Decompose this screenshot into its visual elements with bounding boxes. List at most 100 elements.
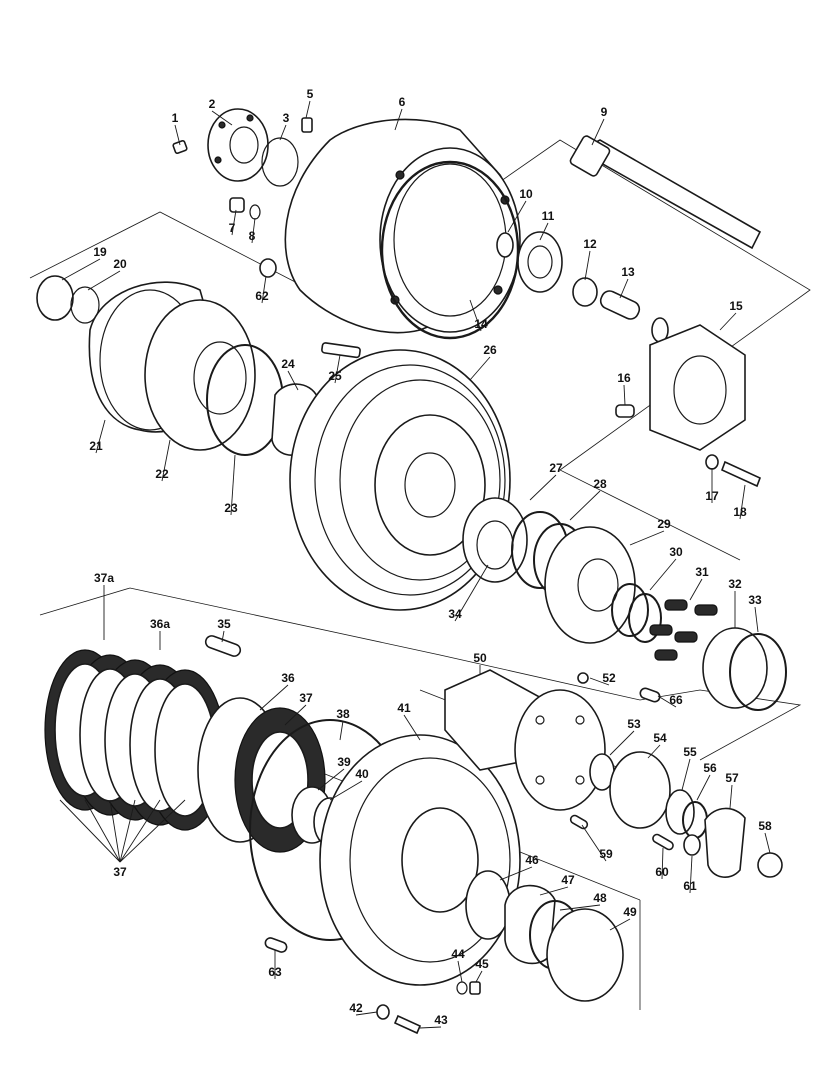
part-nut-62 <box>259 258 277 278</box>
leader-line-11 <box>539 222 549 241</box>
leader-line-59 <box>581 824 607 862</box>
part-ring-61 <box>683 834 701 856</box>
callout-label-66: 66 <box>669 693 683 707</box>
leader-line-37-fan-5 <box>119 799 186 863</box>
callout-label-31: 31 <box>695 565 709 579</box>
callout-label-60: 60 <box>655 865 669 879</box>
leader-line-37 <box>284 704 307 726</box>
part-washer-42 <box>376 1004 390 1020</box>
callout-label-29: 29 <box>657 517 671 531</box>
leader-line-35 <box>221 630 225 643</box>
leader-line-53 <box>609 730 635 756</box>
leader-line-40 <box>329 780 363 801</box>
callout-label-14: 14 <box>474 317 488 331</box>
part-needle-bearing <box>572 277 598 307</box>
part-nut-58 <box>757 852 783 878</box>
callout-label-11: 11 <box>542 209 555 223</box>
leader-line-46 <box>499 866 533 881</box>
leader-line-45 <box>475 970 483 983</box>
callout-label-16: 16 <box>617 371 631 385</box>
callout-label-27: 27 <box>549 461 563 475</box>
callout-label-23: 23 <box>224 501 238 515</box>
leader-line-29 <box>629 530 665 546</box>
part-springs <box>649 599 718 661</box>
part-bolt <box>172 140 188 154</box>
part-nut <box>229 197 245 213</box>
part-friction-discs <box>44 649 226 831</box>
callout-label-44: 44 <box>451 947 465 961</box>
leader-line-33 <box>754 606 759 633</box>
leader-line-66 <box>657 695 677 708</box>
callout-label-30: 30 <box>669 545 683 559</box>
part-dowel-pin <box>204 635 242 657</box>
part-washer-17 <box>705 454 719 470</box>
leader-line-1 <box>174 124 181 146</box>
leader-line-37-fan-0 <box>59 799 121 863</box>
callout-label-12: 12 <box>583 237 597 251</box>
leader-line-10 <box>507 200 527 233</box>
leader-line-61 <box>689 855 693 894</box>
callout-label-19: 19 <box>93 245 107 259</box>
leader-line-31 <box>689 578 703 601</box>
leader-line-44 <box>457 960 463 983</box>
callout-label-17: 17 <box>705 489 719 503</box>
leader-line-19 <box>61 258 101 281</box>
callout-label-43: 43 <box>434 1013 448 1027</box>
leader-line-26 <box>469 356 491 381</box>
leader-line-22 <box>161 439 171 482</box>
leader-line-62 <box>261 275 267 304</box>
part-housing-cover <box>319 734 521 986</box>
callout-label-45: 45 <box>475 957 489 971</box>
callout-label-50: 50 <box>473 651 487 665</box>
leader-line-6 <box>394 108 403 131</box>
leader-line-18 <box>739 484 746 520</box>
part-pin <box>599 290 641 320</box>
leader-line-12 <box>584 250 591 281</box>
callout-label-28: 28 <box>593 477 607 491</box>
part-plug-45 <box>469 981 481 995</box>
part-washer <box>249 204 261 220</box>
callout-label-48: 48 <box>593 891 607 905</box>
part-housing <box>284 118 521 334</box>
callout-label-42: 42 <box>349 1001 363 1015</box>
leader-line-52 <box>589 677 610 686</box>
callout-label-24: 24 <box>281 357 295 371</box>
part-pin-63 <box>264 937 288 953</box>
part-o-ring <box>261 137 299 187</box>
leader-line-5 <box>305 100 311 119</box>
leader-line-3 <box>279 124 287 141</box>
leader-line-37-fan-3 <box>119 799 136 863</box>
callout-label-39: 39 <box>337 755 351 769</box>
part-seal <box>462 497 528 583</box>
part-brake-drum <box>289 349 511 611</box>
leader-line-37-fan-4 <box>119 799 161 863</box>
leader-line-24 <box>287 370 299 391</box>
callout-label-54: 54 <box>653 731 667 745</box>
leader-line-34 <box>454 564 489 622</box>
leader-line-58 <box>764 832 771 854</box>
part-snap-ring <box>70 286 100 324</box>
callout-label-5: 5 <box>307 87 314 101</box>
leader-lines <box>59 100 771 1029</box>
part-washer-10a <box>496 232 514 258</box>
leader-line-41 <box>403 714 421 741</box>
callout-label-61: 61 <box>683 879 697 893</box>
part-ring-55 <box>665 789 695 835</box>
leader-line-2 <box>211 110 233 126</box>
part-pin-66 <box>639 687 661 703</box>
callout-label-9: 9 <box>601 105 608 119</box>
part-gear <box>517 231 563 293</box>
callout-label-62: 62 <box>255 289 269 303</box>
callout-label-33: 33 <box>748 593 762 607</box>
part-hub-54 <box>609 751 671 829</box>
callout-label-37: 37 <box>299 691 313 705</box>
callout-label-25: 25 <box>328 369 342 383</box>
leader-line-9 <box>591 118 605 146</box>
part-bolt-18 <box>720 460 762 488</box>
callout-label-38: 38 <box>336 707 350 721</box>
part-ring-30b <box>628 593 662 643</box>
part-o-ring-large <box>380 160 520 340</box>
callout-label-52: 52 <box>602 671 616 685</box>
leader-line-60 <box>661 847 664 880</box>
